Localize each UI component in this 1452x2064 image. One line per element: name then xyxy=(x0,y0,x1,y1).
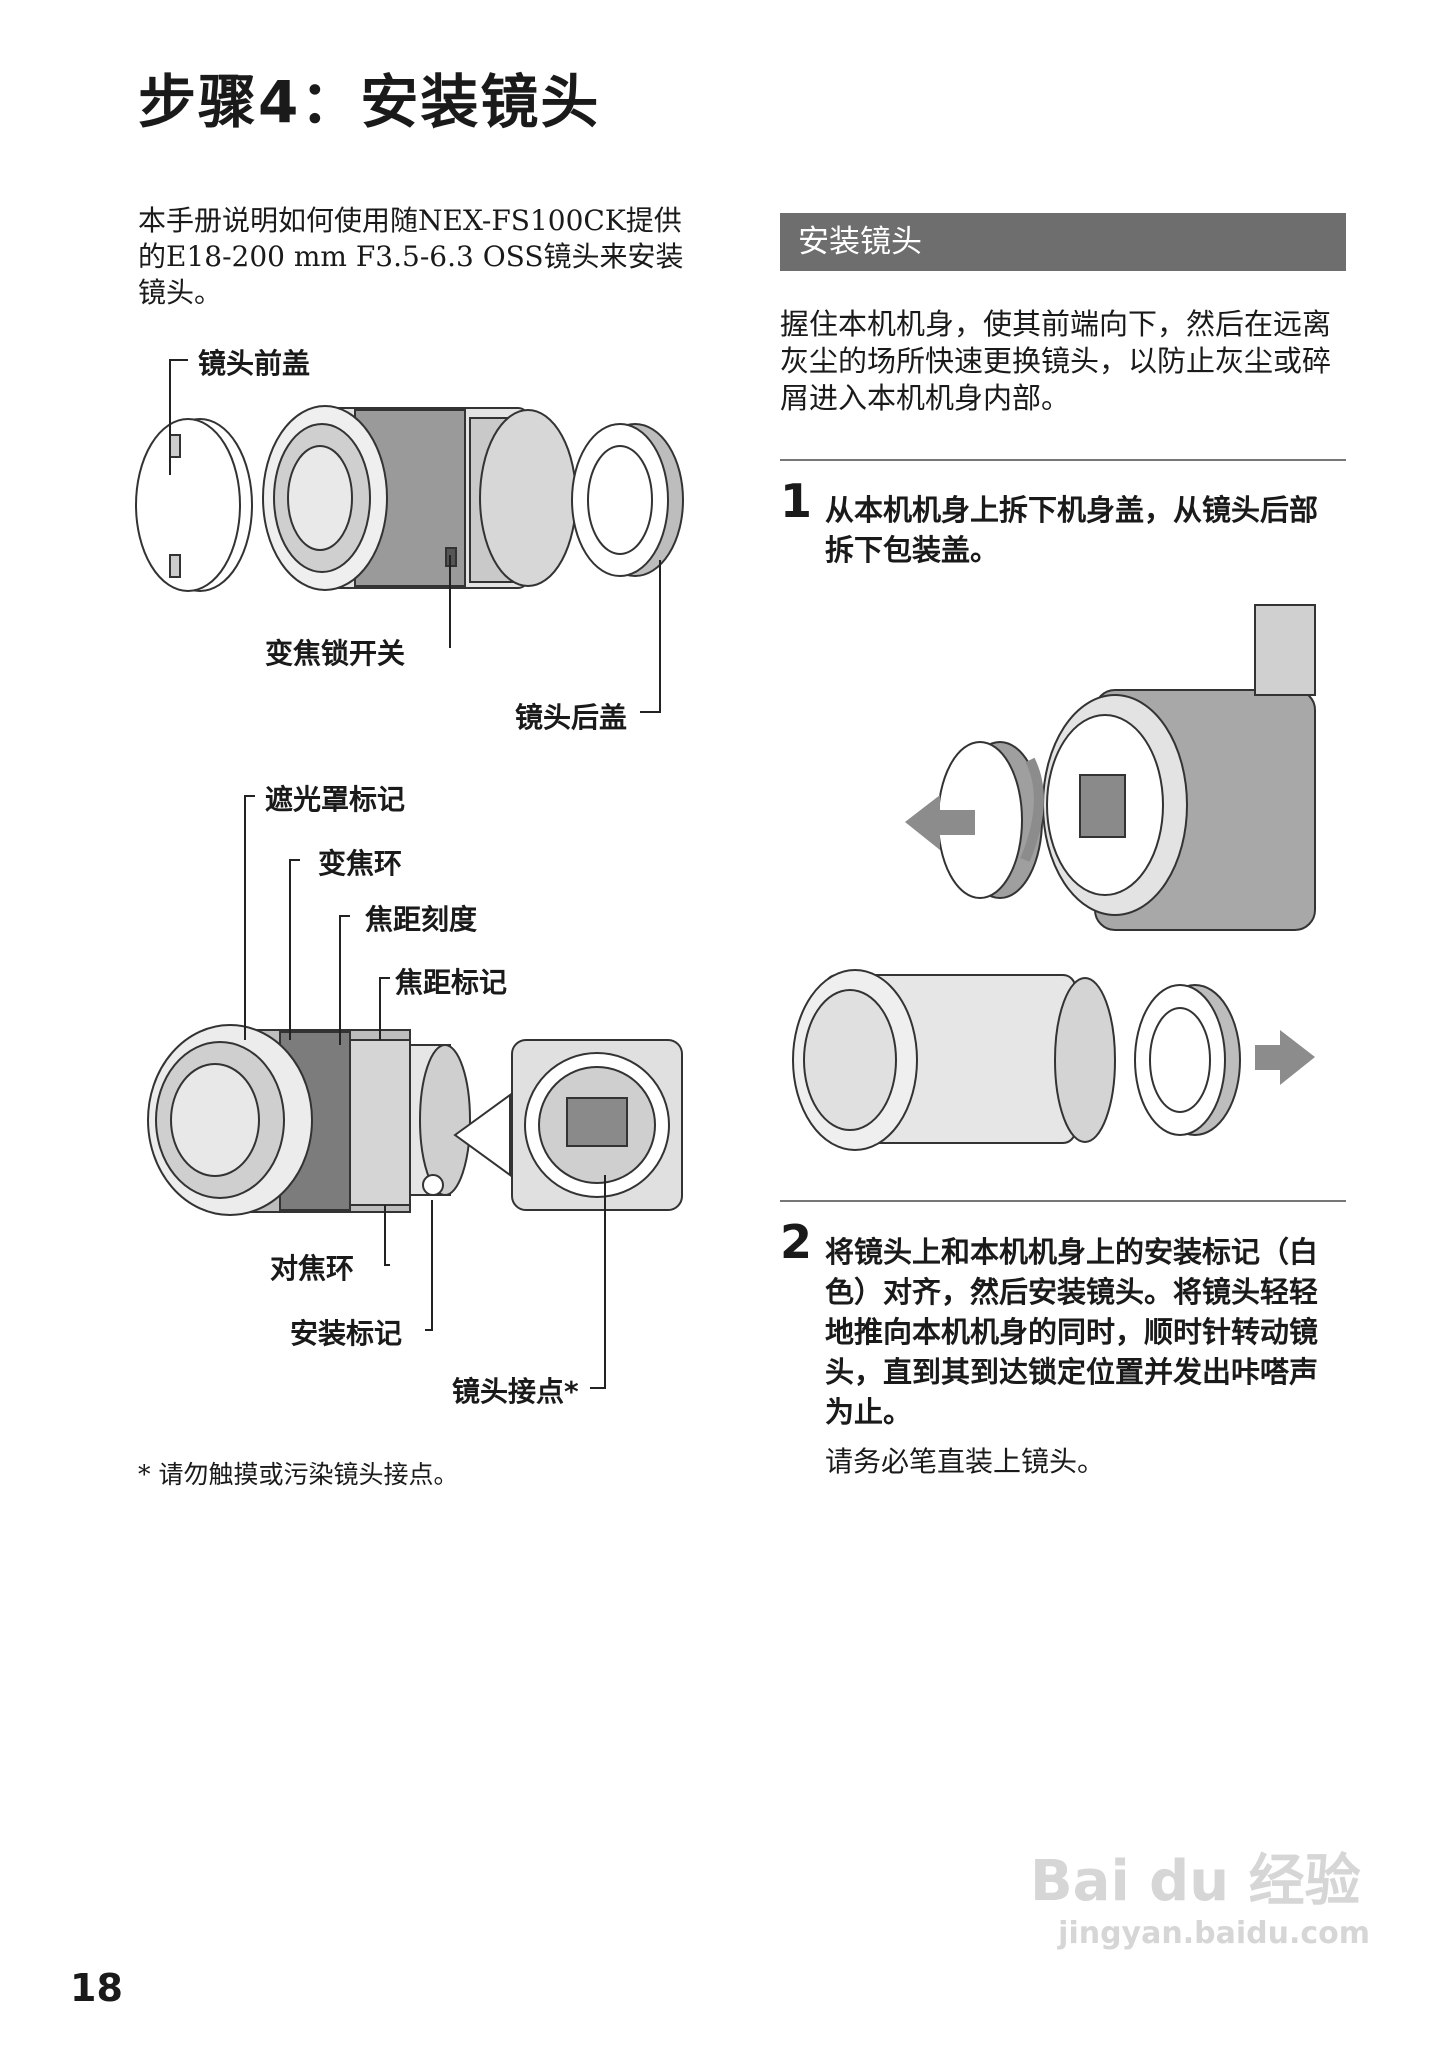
rear-cap-step1-illustration xyxy=(1134,984,1241,1136)
rotate-arrow-icon xyxy=(1020,757,1044,862)
intro-paragraph: 本手册说明如何使用随NEX-FS100CK提供的E18-200 mm F3.5-… xyxy=(138,204,684,309)
lens-side-illustration xyxy=(147,1024,471,1216)
body-cap-illustration xyxy=(937,741,1043,899)
lens-body-illustration xyxy=(262,405,577,591)
label-zoom-lock: 变焦锁开关 xyxy=(265,637,406,670)
label-rear-cap: 镜头后盖 xyxy=(515,701,628,734)
section-body: 握住本机机身，使其前端向下，然后在远离灰尘的场所快速更换镜头，以防止灰尘或碎屑进… xyxy=(780,307,1332,415)
label-hood-index: 遮光罩标记 xyxy=(265,783,406,816)
arrow-left-icon xyxy=(905,795,975,850)
footnote: * 请勿触摸或污染镜头接点。 xyxy=(138,1460,459,1489)
watermark-url: jingyan.baidu.com xyxy=(1058,1916,1370,1951)
step-note: 请务必笔直装上镜头。 xyxy=(825,1445,1106,1478)
watermark-brand: Bai du 经验 xyxy=(1030,1849,1361,1914)
step-number: 2 xyxy=(780,1215,813,1269)
arrow-right-icon xyxy=(1255,1030,1315,1085)
step-text: 将镜头上和本机机身上的安装标记（白色）对齐，然后安装镜头。将镜头轻轻地推向本机机… xyxy=(825,1235,1319,1429)
step-number: 1 xyxy=(780,474,813,528)
label-focal-scale: 焦距刻度 xyxy=(365,903,478,936)
label-mount-index: 安装标记 xyxy=(290,1317,403,1350)
front-cap-illustration xyxy=(135,418,253,592)
rear-cap-illustration xyxy=(571,423,684,577)
label-contacts: 镜头接点* xyxy=(452,1375,579,1408)
label-focus-ring: 对焦环 xyxy=(270,1252,355,1285)
watermark: Bai du 经验 jingyan.baidu.com xyxy=(1030,1850,1370,1954)
camera-body-illustration xyxy=(1042,604,1316,931)
lens-step1-illustration xyxy=(792,969,1116,1151)
label-front-cap: 镜头前盖 xyxy=(198,347,311,380)
divider xyxy=(780,459,1346,461)
step-text: 从本机机身上拆下机身盖，从镜头后部拆下包装盖。 xyxy=(825,493,1319,567)
label-focal-index: 焦距标记 xyxy=(395,966,508,999)
divider xyxy=(780,1200,1346,1202)
page-title: 步骤4：安装镜头 xyxy=(138,68,601,136)
mount-detail-illustration xyxy=(453,1039,683,1211)
page-number: 18 xyxy=(70,1966,123,2010)
section-header: 安装镜头 xyxy=(780,213,1346,271)
label-zoom-ring: 变焦环 xyxy=(318,847,403,880)
